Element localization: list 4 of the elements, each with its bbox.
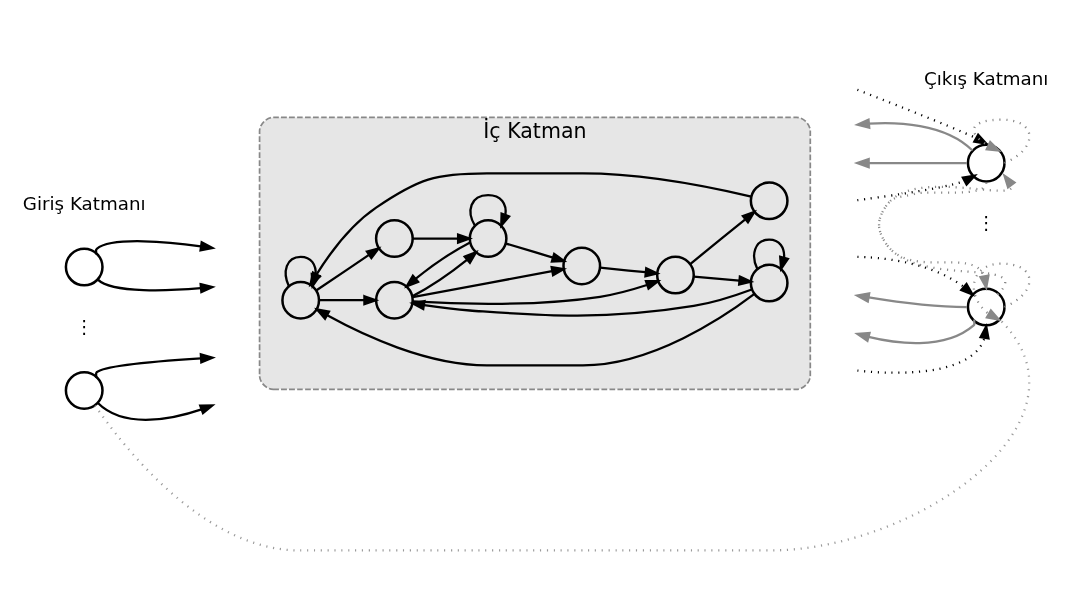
label: Giriş Katmanı xyxy=(22,192,146,214)
label: ⋮ xyxy=(977,211,996,233)
label: ⋮ xyxy=(75,315,94,337)
label: Çıkış Katmanı xyxy=(924,67,1049,89)
